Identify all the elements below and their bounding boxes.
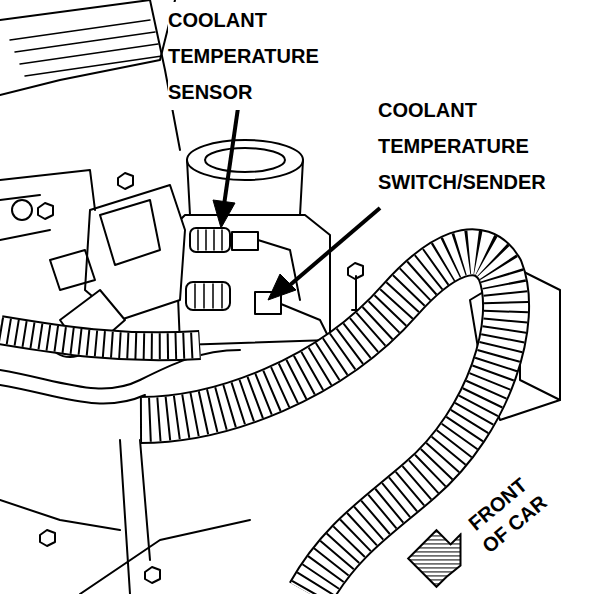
leader-line	[290, 208, 380, 285]
part-label: COOLANT TEMPERATURE SWITCH/SENDER	[378, 92, 583, 200]
part-label: FRONT OF CAR	[454, 465, 558, 564]
leader-line	[224, 108, 238, 205]
part-label: COOLANT TEMPERATURE SENSOR	[168, 2, 333, 110]
